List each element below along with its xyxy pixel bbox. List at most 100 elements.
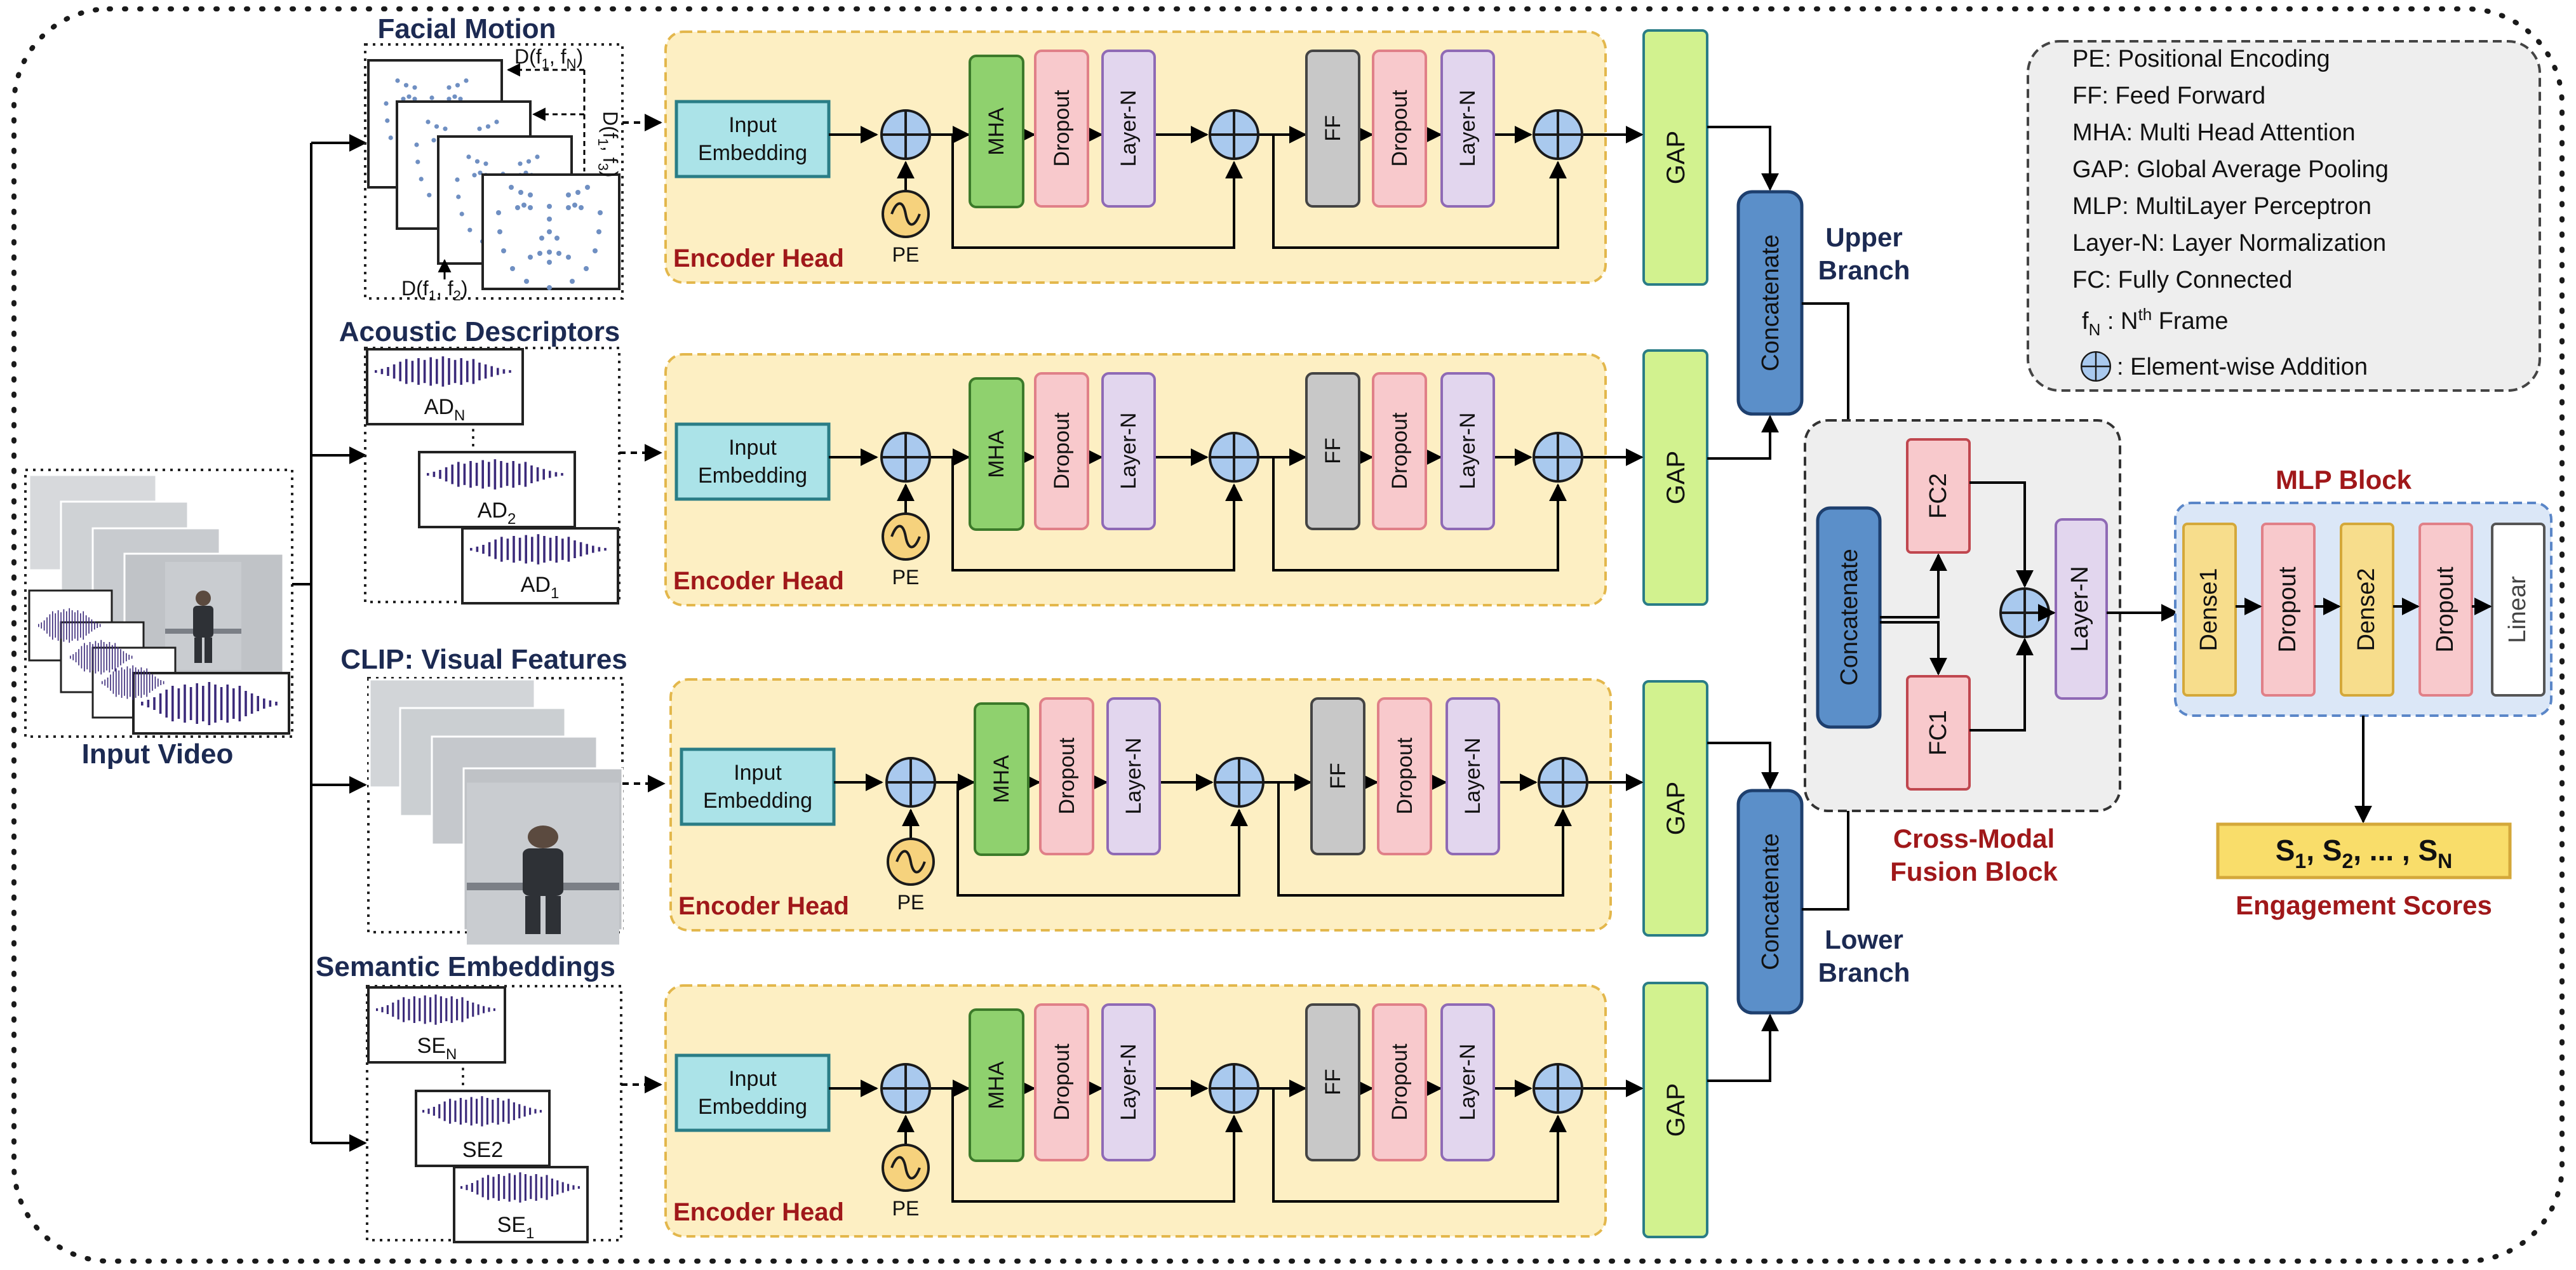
dist-label-12: D(f1, f2)	[401, 277, 467, 304]
layer-norm-block	[1446, 697, 1500, 855]
input-embedding-block	[674, 422, 831, 501]
dropout-block	[1034, 50, 1089, 208]
layer-norm-label: Layer-N	[1456, 1044, 1480, 1121]
add-node	[1533, 109, 1583, 160]
lower-concatenate-label: Concatenate	[1757, 833, 1784, 970]
gap-block	[1642, 29, 1708, 286]
se-n-label: SEN	[417, 1034, 457, 1063]
input-embedding-label-1: Input	[734, 761, 782, 785]
add-node	[885, 757, 936, 808]
se-2-label: SE2	[462, 1138, 503, 1162]
add-node	[1533, 1063, 1583, 1114]
ad-1-label: AD1	[521, 573, 560, 602]
fusion-layer-norm-block	[2055, 518, 2108, 700]
upper-branch-label-2: Branch	[1818, 255, 1910, 285]
layer-norm-block	[1440, 1003, 1495, 1161]
legend-gap: GAP: Global Average Pooling	[2072, 156, 2389, 183]
ff-label: FF	[1326, 763, 1350, 789]
ff-block	[1305, 1003, 1360, 1161]
mha-label: MHA	[984, 1061, 1009, 1109]
lower-concatenate-block	[1736, 789, 1804, 1015]
legend-fc: FC: Fully Connected	[2072, 267, 2292, 293]
fc1-block	[1906, 675, 1971, 791]
dense1-block	[2182, 523, 2237, 697]
mha-block	[969, 55, 1024, 208]
ff-label: FF	[1321, 115, 1345, 142]
add-node	[1209, 109, 1259, 160]
add-node	[1209, 432, 1259, 483]
dropout-label: Dropout	[1388, 1043, 1412, 1121]
cross-modal-fusion-block: Concatenate FC2 FC1 Layer-N Cross-Modal …	[1804, 419, 2179, 886]
input-embedding-label-2: Embedding	[698, 1095, 807, 1119]
input-embedding-block	[674, 1053, 831, 1132]
add-node	[880, 109, 931, 160]
legend: PE: Positional Encoding FF: Feed Forward…	[2027, 40, 2541, 392]
ad-n-box	[366, 348, 524, 425]
gap-column: GAP GAP GAP GAP	[1642, 29, 1708, 1238]
input-embedding-block	[680, 747, 836, 826]
add-node-legend-icon	[2080, 351, 2112, 382]
dropout-block	[1034, 372, 1089, 530]
encoder-head-label: Encoder Head	[678, 892, 849, 920]
pe-icon	[882, 1144, 930, 1192]
ff-block	[1305, 372, 1360, 530]
encoder-head-label: Encoder Head	[673, 567, 844, 595]
mha-label: MHA	[984, 107, 1009, 156]
input-embedding-label-2: Embedding	[703, 789, 812, 813]
dropout-block	[1372, 50, 1427, 208]
ff-block	[1310, 697, 1365, 855]
scores-label: S1, S2, ... , SN	[2276, 834, 2453, 872]
dropout-block	[1377, 697, 1432, 855]
mha-label: MHA	[984, 430, 1009, 478]
gap-label: GAP	[1662, 782, 1690, 835]
add-node	[1999, 587, 2050, 638]
layer-norm-label: Layer-N	[1117, 90, 1141, 167]
fc1-label: FC1	[1925, 710, 1952, 756]
facial-motion-title: Facial Motion	[377, 13, 556, 44]
pe-label: PE	[892, 243, 920, 266]
layer-norm-block	[1101, 372, 1156, 530]
add-node	[1214, 757, 1265, 808]
gap-block	[1642, 680, 1708, 937]
linear-label: Linear	[2504, 576, 2531, 643]
svg-text:⋮: ⋮	[462, 425, 484, 450]
fc2-block	[1906, 438, 1971, 554]
encoder-head-row-4: Input Embedding PE MHA Dropout Layer-N F…	[664, 984, 1607, 1238]
input-embedding-label-1: Input	[728, 113, 777, 137]
dist-label-1n: D(f1, fN)	[514, 45, 583, 72]
legend-layern: Layer-N: Layer Normalization	[2072, 230, 2386, 257]
facial-motion-input: Facial Motion D(f1, fN) D(f1, f3) D(f1, …	[364, 13, 624, 304]
acoustic-input: Acoustic Descriptors ADN ⋮ AD2 AD1	[339, 316, 621, 605]
encoder-head-row-3: Input Embedding PE MHA Dropout Layer-N F…	[669, 678, 1612, 932]
pe-icon	[882, 190, 930, 238]
dropout-label: Dropout	[1388, 412, 1412, 490]
input-embedding-label-2: Embedding	[698, 464, 807, 488]
input-embedding-label-1: Input	[728, 1067, 777, 1091]
input-video-label: Input Video	[82, 739, 234, 770]
dropout-label: Dropout	[1050, 90, 1074, 167]
layer-norm-label: Layer-N	[1117, 413, 1141, 490]
ff-label: FF	[1321, 1069, 1345, 1095]
fusion-title-2: Fusion Block	[1890, 857, 2058, 886]
gap-block	[1642, 982, 1708, 1238]
dense1-label: Dense1	[2196, 568, 2222, 652]
encoder-head-row-1: Input Embedding PE MHA Dropout Layer-N F…	[664, 30, 1607, 284]
linear-block	[2491, 523, 2546, 697]
mlp-dropout-label-2: Dropout	[2432, 566, 2459, 653]
layer-norm-block	[1101, 50, 1156, 208]
fc2-label: FC2	[1925, 473, 1952, 519]
ad-n-label: ADN	[424, 395, 466, 424]
dropout-label: Dropout	[1393, 737, 1417, 815]
pe-icon	[882, 512, 930, 561]
gap-block	[1642, 349, 1708, 606]
dist-label-13: D(f1, f3)	[595, 111, 622, 177]
upper-branch-label-1: Upper	[1825, 222, 1902, 252]
layer-norm-block	[1440, 50, 1495, 208]
ad-1-box	[461, 527, 619, 605]
layer-norm-block	[1106, 697, 1161, 855]
dense2-block	[2340, 523, 2394, 697]
gap-label: GAP	[1662, 451, 1690, 504]
layer-norm-label: Layer-N	[1117, 1044, 1141, 1121]
pe-label: PE	[897, 891, 925, 914]
